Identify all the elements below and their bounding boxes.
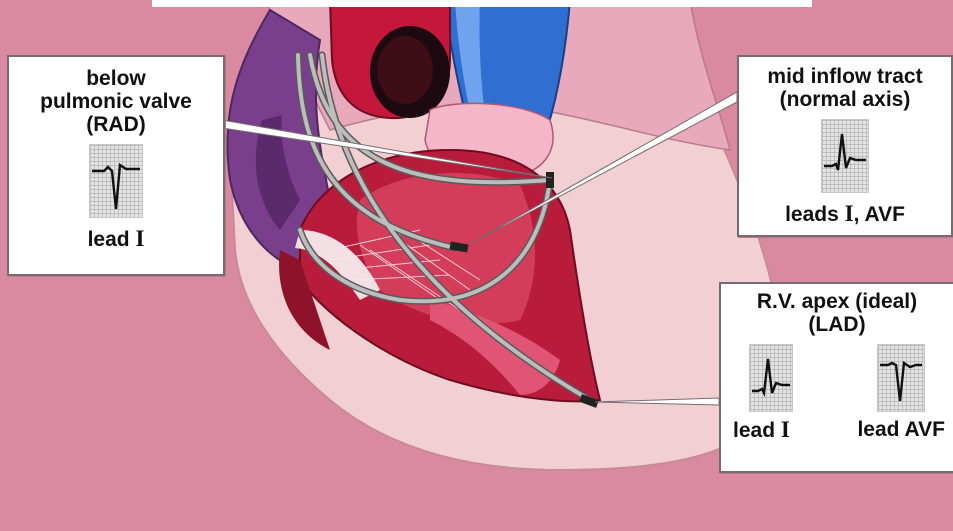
callout-normal-lead-label: leads I, AVF	[739, 202, 951, 227]
ecg-strip-lad-lead-avf	[877, 344, 925, 412]
ecg-strip-rad	[89, 144, 143, 218]
top-strip	[152, 0, 812, 7]
ecg-strip-lad-lead-i	[749, 344, 793, 412]
callout-rad-lead-label: lead I	[9, 227, 223, 252]
callout-rad-title: below pulmonic valve (RAD)	[9, 67, 223, 136]
aorta-rim	[377, 36, 433, 104]
lead-label-numeral: I	[845, 201, 854, 226]
callout-lad-title: R.V. apex (ideal) (LAD)	[721, 290, 953, 336]
callout-lad: R.V. apex (ideal) (LAD) lead I lead AVF	[719, 282, 953, 473]
callout-normal-title: mid inflow tract (normal axis)	[739, 65, 951, 111]
lead-label-numeral: I	[135, 226, 144, 251]
callout-lad-lead-i-label: lead I	[733, 418, 790, 443]
ecg-pair-labels: lead I lead AVF	[721, 412, 953, 443]
callout-normal-axis: mid inflow tract (normal axis) leads I, …	[737, 55, 953, 237]
lead-label-prefix: lead	[733, 419, 781, 442]
lead-tip-pulmonic	[546, 172, 554, 188]
lead-label-prefix: leads	[785, 203, 845, 226]
lead-label-prefix: lead	[88, 228, 136, 251]
callout-rad: below pulmonic valve (RAD) lead I	[7, 55, 225, 276]
ecg-pair	[721, 336, 953, 412]
lead-label-numeral: I	[781, 417, 790, 442]
ecg-strip-normal	[821, 119, 869, 193]
callout-lad-lead-avf-label: lead AVF	[857, 418, 945, 443]
lead-label-suffix: , AVF	[854, 203, 905, 226]
